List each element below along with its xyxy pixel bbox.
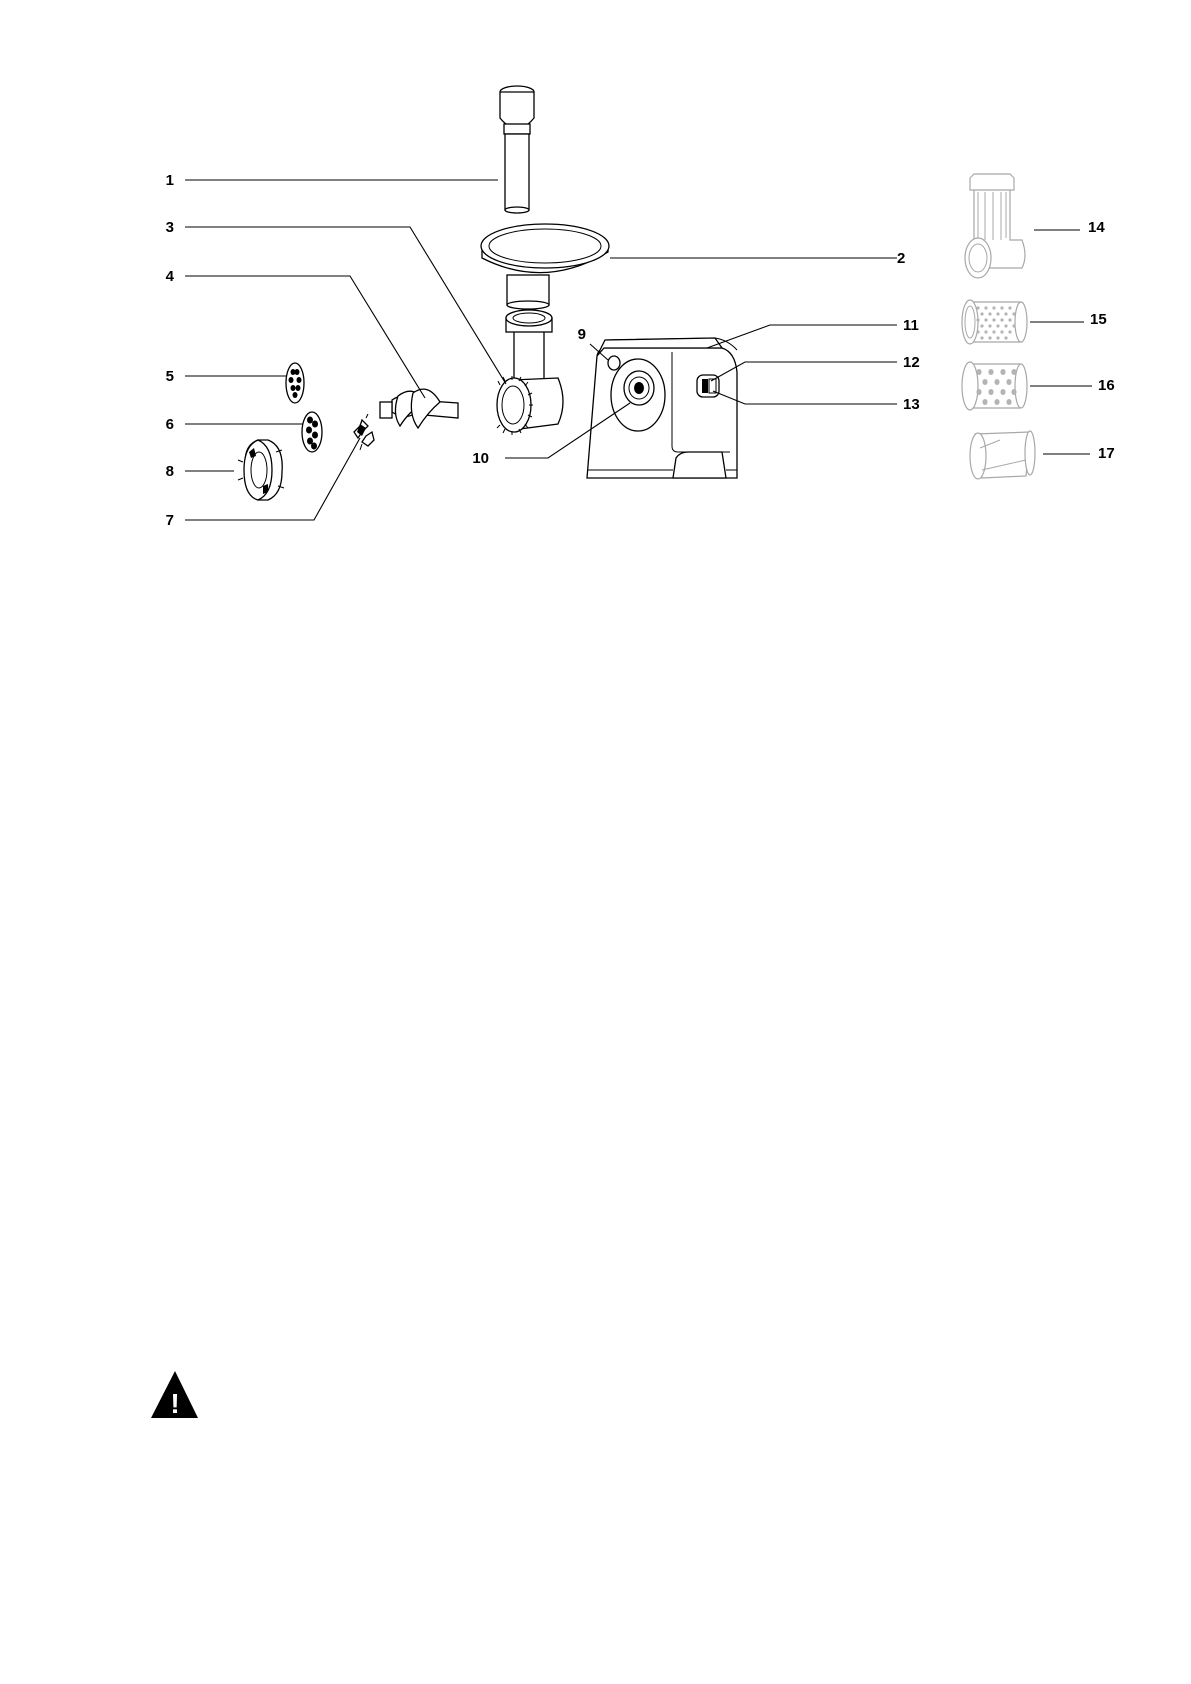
callout-label-9: 9 (578, 326, 586, 343)
motor-body-part (587, 338, 737, 478)
callout-label-4: 4 (166, 268, 175, 285)
callout-label-7: 7 (166, 512, 174, 529)
callout-label-8: 8 (166, 463, 174, 480)
callout-label-6: 6 (166, 416, 174, 433)
ring-nut-part (238, 440, 284, 500)
pusher-part (500, 86, 534, 213)
callout-label-5: 5 (166, 368, 174, 385)
callout-label-13: 13 (903, 396, 920, 413)
slicer-body-part (965, 174, 1025, 278)
callout-label-15: 15 (1090, 311, 1107, 328)
coarse-plate-part (302, 412, 322, 452)
callout-label-14: 14 (1088, 219, 1105, 236)
coarse-grater-drum-part (962, 362, 1027, 410)
fine-plate-part (286, 363, 304, 403)
grinder-head-part (497, 310, 563, 435)
callout-label-10: 10 (472, 450, 489, 467)
callout-label-2: 2 (897, 250, 905, 267)
callout-label-1: 1 (166, 172, 174, 189)
cutting-blade-part (354, 414, 374, 450)
slicing-drum-part (970, 431, 1035, 479)
fine-grater-drum-part (962, 300, 1027, 344)
auger-screw-part (380, 389, 458, 428)
warning-triangle-icon: ! (151, 1371, 198, 1419)
callout-label-17: 17 (1098, 445, 1115, 462)
callout-label-11: 11 (903, 317, 919, 334)
tray-part (481, 224, 609, 309)
callout-label-12: 12 (903, 354, 920, 371)
callout-label-3: 3 (166, 219, 174, 236)
warning-symbol: ! (170, 1388, 179, 1419)
callout-label-16: 16 (1098, 377, 1115, 394)
